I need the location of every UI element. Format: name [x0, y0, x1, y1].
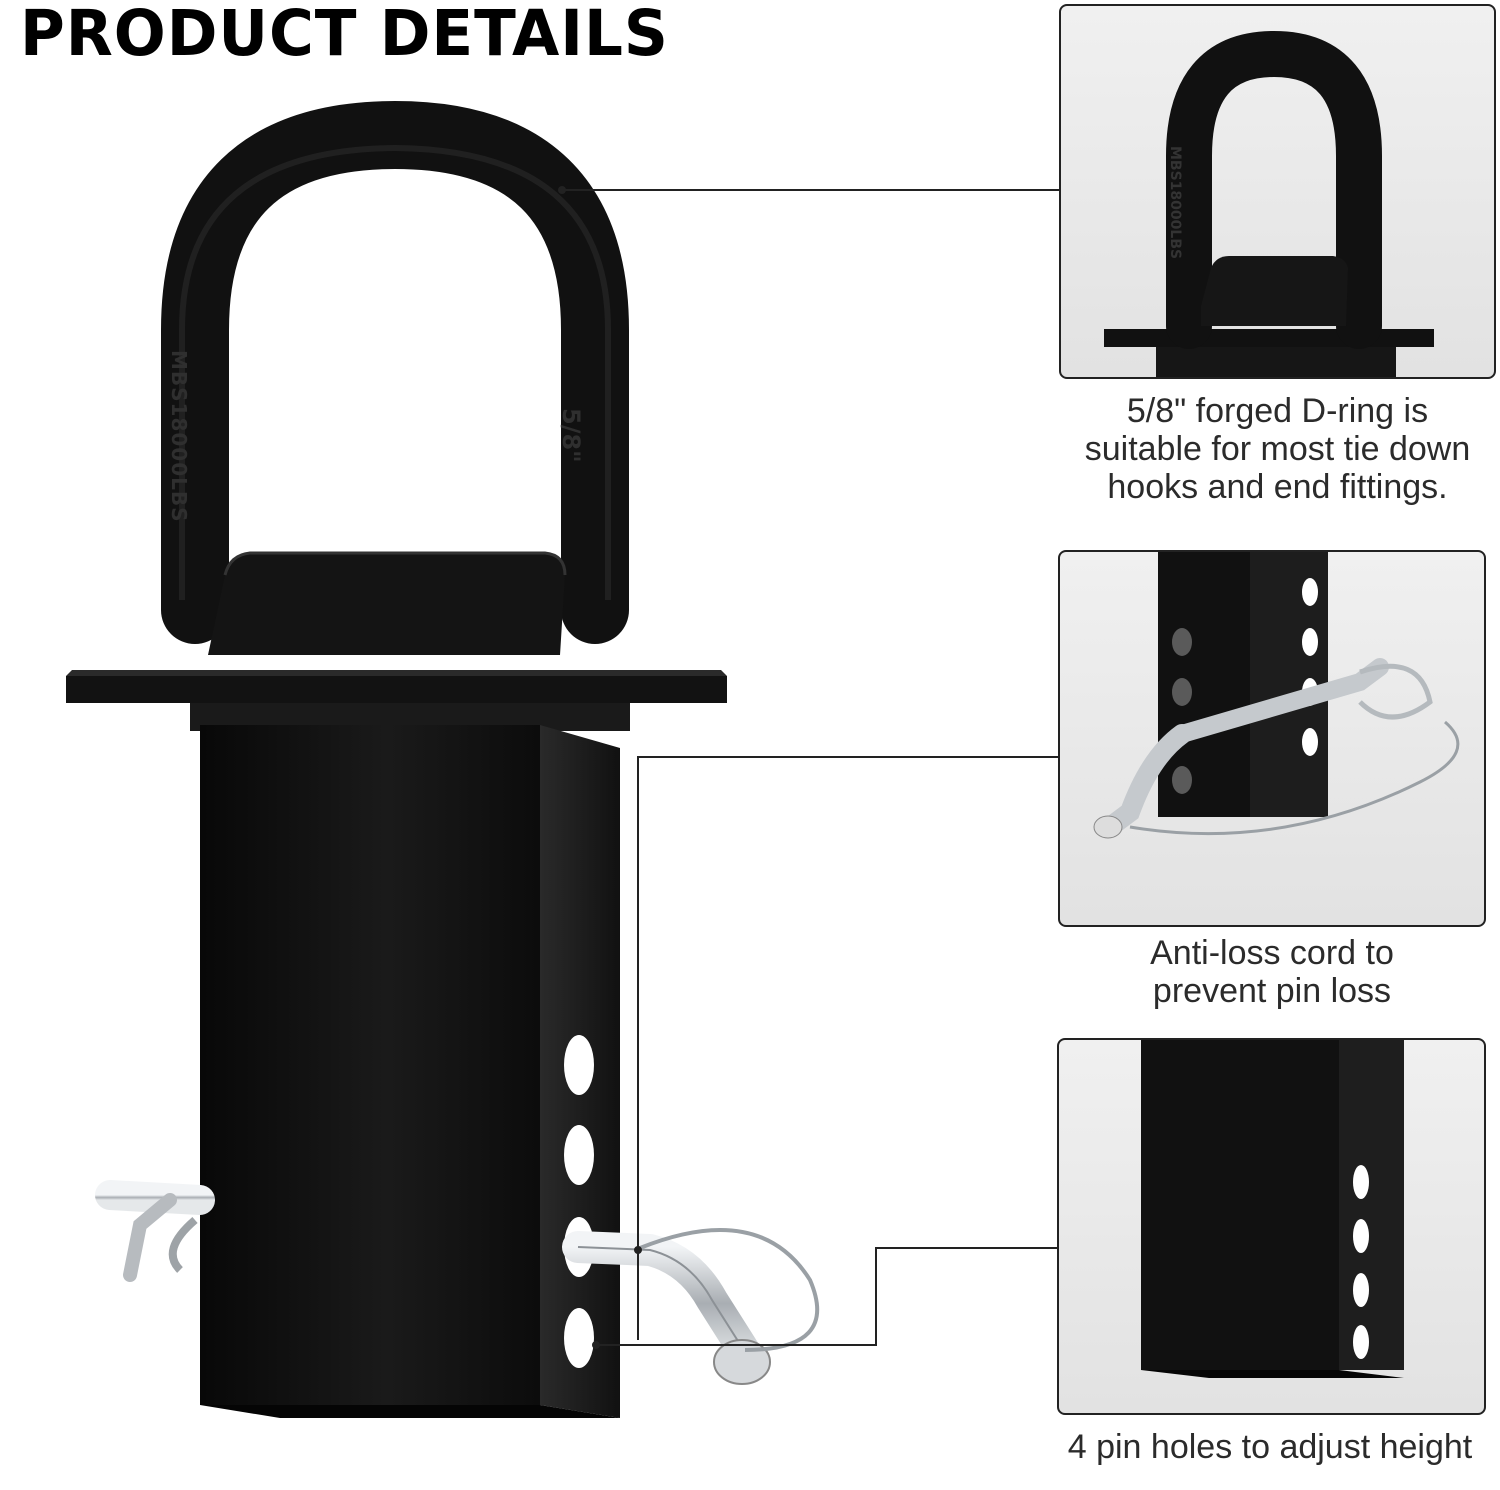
- mounting-plate: [66, 676, 727, 703]
- d-ring-closeup-icon: [1166, 30, 1382, 349]
- caption-anti-loss-cord: Anti-loss cord to prevent pin loss: [1150, 934, 1394, 1010]
- detail-panel-d-ring: MBS18000LBS: [1059, 4, 1496, 379]
- receiver-tube: [200, 725, 540, 1405]
- svg-text:MBS18000LBS: MBS18000LBS: [1167, 146, 1183, 259]
- caption-pin-holes: 4 pin holes to adjust height: [1067, 1428, 1473, 1466]
- ring-size-marking: 5/8": [557, 408, 585, 463]
- ring-rating-marking: MBS18000LBS: [167, 350, 191, 523]
- detail-panel-anti-loss-cord: [1058, 550, 1486, 927]
- page-title: PRODUCT DETAILS: [20, 0, 669, 70]
- ring-retainer: [208, 553, 565, 655]
- detail-panel-pin-holes: [1057, 1038, 1486, 1415]
- pin-holes-closeup-icon: [1353, 1165, 1369, 1359]
- d-ring: [161, 100, 629, 644]
- closeup-cord-icon: [1129, 720, 1460, 836]
- anti-loss-cord: [639, 1228, 820, 1352]
- caption-d-ring: 5/8" forged D-ring is suitable for most …: [1084, 392, 1471, 506]
- callout-lines: [558, 186, 1060, 1349]
- closeup-pin-holes: [1172, 578, 1318, 794]
